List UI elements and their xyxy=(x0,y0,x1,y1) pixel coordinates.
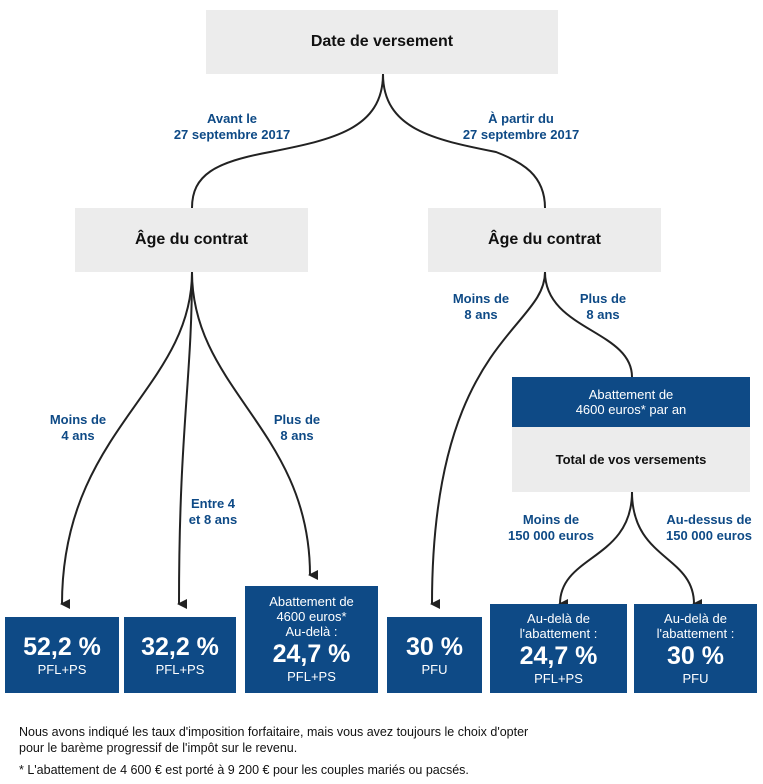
edge-4-8 xyxy=(177,271,193,610)
edge-label-moins-4: Moins de 4 ans xyxy=(49,412,107,443)
edge-label-dessus-150000: Au-dessus de 150 000 euros xyxy=(665,512,753,543)
node-age-contrat-left: Âge du contrat xyxy=(75,208,308,272)
edge-gt8-left xyxy=(191,271,319,580)
node-title: Âge du contrat xyxy=(135,231,248,248)
edge-label-plus-8-right: Plus de 8 ans xyxy=(579,291,627,322)
result-32-2: 32,2 % PFL+PS xyxy=(124,617,236,693)
branch-label-after: À partir du 27 septembre 2017 xyxy=(462,111,580,142)
branch-label-before: Avant le 27 septembre 2017 xyxy=(173,111,291,142)
edge-label-plus-8-left: Plus de 8 ans xyxy=(273,412,321,443)
footnote-abattement: * L'abattement de 4 600 € est porté à 9 … xyxy=(19,763,469,777)
node-total-versements: Total de vos versements xyxy=(512,427,750,492)
result-au-dela-24-7: Au-delà de l'abattement : 24,7 % PFL+PS xyxy=(490,604,627,693)
result-au-dela-30: Au-delà de l'abattement : 30 % PFU xyxy=(634,604,757,693)
result-52-2: 52,2 % PFL+PS xyxy=(5,617,119,693)
edge-label-moins-8: Moins de 8 ans xyxy=(452,291,510,322)
node-title: Date de versement xyxy=(310,33,454,50)
node-abattement-header: Abattement de 4600 euros* par an xyxy=(512,377,750,427)
node-age-contrat-right: Âge du contrat xyxy=(428,208,661,272)
node-date-versement: Date de versement xyxy=(206,10,558,74)
result-30-pfu: 30 % PFU xyxy=(387,617,482,693)
edge-root-right xyxy=(382,73,546,209)
node-title: Âge du contrat xyxy=(488,231,601,248)
edge-root-left xyxy=(191,73,384,209)
edge-gt150 xyxy=(631,491,703,609)
result-abattement-24-7: Abattement de 4600 euros* Au-delà : 24,7… xyxy=(245,586,378,693)
edge-lt8 xyxy=(430,271,546,610)
edge-lt4 xyxy=(60,271,193,610)
edge-label-entre-4-8: Entre 4 et 8 ans xyxy=(188,496,238,527)
edge-lt150 xyxy=(558,491,633,610)
edge-label-moins-150000: Moins de 150 000 euros xyxy=(507,512,595,543)
edge-gt8-right xyxy=(544,271,633,378)
footnote-forfaitaire: Nous avons indiqué les taux d'imposition… xyxy=(19,725,529,755)
